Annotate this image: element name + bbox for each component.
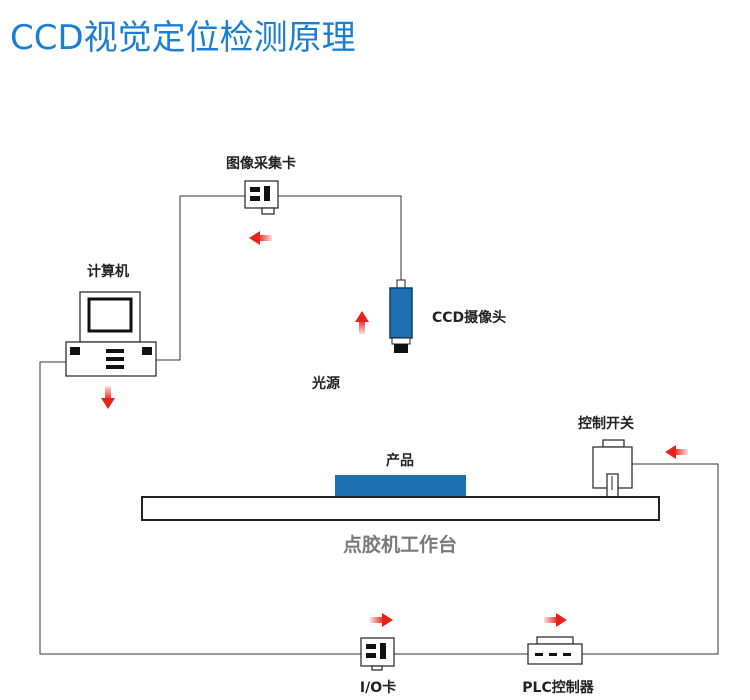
control-switch-label: 控制开关 <box>578 415 634 432</box>
plc-top-cap <box>536 636 574 645</box>
ccd-camera-label: CCD摄像头 <box>432 309 506 326</box>
capture-card-arrow-shaft <box>258 235 272 241</box>
image-capture-card <box>244 180 279 215</box>
ccd-camera <box>389 279 413 353</box>
capture-card-arrow <box>249 231 272 245</box>
product-block <box>335 475 466 497</box>
control-switch-arrow-head <box>665 445 676 459</box>
wire-computer-to-io-card <box>39 361 361 655</box>
camera-top-connector <box>396 279 406 289</box>
light-source-label: 光源 <box>311 375 340 392</box>
io-card-arrow <box>370 613 393 627</box>
io-card-label: I/O卡 <box>360 679 396 696</box>
plc-indicator-3 <box>563 653 571 656</box>
product-label: 产品 <box>386 452 414 469</box>
camera-lens-ring <box>391 337 411 345</box>
io-card-arrow-shaft <box>370 617 384 623</box>
camera-lens <box>394 344 408 353</box>
light-source-arrow <box>355 311 369 334</box>
capture-card-slot-2 <box>250 196 260 201</box>
computer-port-right <box>142 347 152 355</box>
capture-card-slot-1 <box>250 187 260 192</box>
io-card-body <box>360 637 395 667</box>
switch-top-cap <box>602 439 625 448</box>
plc-indicator-2 <box>549 653 557 656</box>
plc-label: PLC控制器 <box>522 679 594 696</box>
page-title: CCD视觉定位检测原理 <box>10 18 356 58</box>
monitor-screen <box>87 297 133 333</box>
wire-plc-to-control-switch <box>582 463 719 655</box>
io-card-chip <box>380 643 386 659</box>
light-source-arrow-head <box>355 311 369 322</box>
computer-port-left <box>70 347 80 355</box>
capture-card-body <box>244 180 279 209</box>
io-card <box>360 637 395 671</box>
wire-capture-card-to-camera <box>278 195 402 280</box>
capture-card-chip <box>264 186 270 201</box>
capture-card-connector <box>261 207 275 215</box>
plc-arrow-shaft <box>544 617 558 623</box>
computer-drive-1 <box>106 349 124 353</box>
light-source-arrow-shaft <box>359 320 365 334</box>
io-card-slot-2 <box>366 653 376 658</box>
computer-arrow-shaft <box>105 386 111 400</box>
plc-arrow <box>544 613 567 627</box>
plc-controller <box>527 636 583 665</box>
control-switch-arrow-shaft <box>674 449 688 455</box>
plc-indicator-1 <box>535 653 543 656</box>
control-switch <box>592 439 633 499</box>
computer-arrow <box>101 386 115 409</box>
computer-arrow-head <box>101 398 115 409</box>
workbench-plate <box>141 496 660 521</box>
capture-card-label: 图像采集卡 <box>226 155 296 172</box>
control-switch-arrow <box>665 445 688 459</box>
computer <box>65 291 157 377</box>
workbench-label: 点胶机工作台 <box>343 533 457 556</box>
io-card-arrow-head <box>382 613 393 627</box>
io-card-connector <box>371 665 383 671</box>
capture-card-arrow-head <box>249 231 260 245</box>
computer-label: 计算机 <box>87 263 129 280</box>
camera-body <box>389 287 413 339</box>
computer-drive-2 <box>106 357 124 361</box>
computer-drive-3 <box>106 365 124 369</box>
wire-computer-to-capture-card <box>156 195 245 361</box>
io-card-slot-1 <box>366 644 376 649</box>
plc-arrow-head <box>556 613 567 627</box>
